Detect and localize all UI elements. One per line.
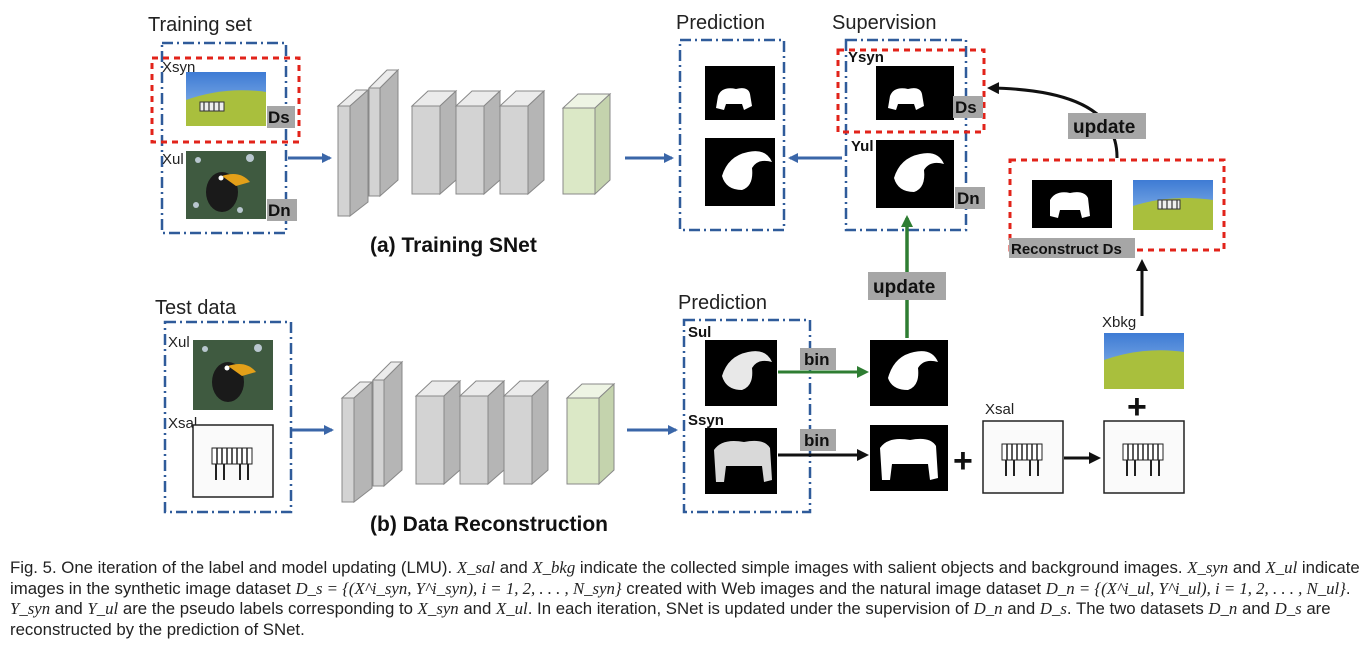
caption-text: . The two datasets xyxy=(1066,599,1209,618)
snet-b xyxy=(340,360,616,504)
yul-label: Yul xyxy=(851,138,874,155)
pred-mask-ul-a xyxy=(705,138,775,206)
caption-text: indicate the collected simple images wit… xyxy=(575,558,1188,577)
xsal-label-b: Xsal xyxy=(168,415,197,432)
caption-math: Y_syn xyxy=(10,599,51,618)
snet-a xyxy=(336,68,612,218)
reconstruction-title: (b) Data Reconstruction xyxy=(370,513,608,536)
caption-text: are the pseudo labels corresponding to xyxy=(118,599,418,618)
dn-tag2-bg xyxy=(955,187,985,209)
caption-text: . xyxy=(1345,578,1351,598)
supervision-red-frame xyxy=(836,48,986,134)
ssyn-label: Ssyn xyxy=(688,412,724,429)
prediction-label-a: Prediction xyxy=(676,12,765,34)
pred-mask-syn-a xyxy=(705,66,775,120)
caption-text: and xyxy=(1002,599,1040,618)
sul-label: Sul xyxy=(688,324,711,341)
xul-label-b: Xul xyxy=(168,334,190,351)
ds-tag2: Ds xyxy=(955,98,977,117)
binary-mask-syn xyxy=(870,425,948,491)
lmu-diagram: Training set Xsyn Ds Xul Dn xyxy=(148,12,1226,536)
bin2-bg xyxy=(800,429,836,451)
caption-text: . In each iteration, SNet is updated und… xyxy=(527,599,974,618)
xul-image-b xyxy=(193,340,273,410)
caption-text: and xyxy=(495,558,533,577)
caption-math: X_ul xyxy=(1265,558,1298,577)
update-mid-label: update xyxy=(873,277,935,298)
xbkg-image xyxy=(1104,333,1184,389)
update-top-label: update xyxy=(1073,117,1135,138)
caption-math: D_s xyxy=(1274,599,1302,618)
caption-math: X_sal xyxy=(456,558,496,577)
caption-math: X_syn xyxy=(417,599,459,618)
xsal-image-b xyxy=(192,424,274,498)
reconstruct-image xyxy=(1133,180,1213,230)
yul-mask xyxy=(876,140,954,208)
ds-tag-bg xyxy=(267,106,295,128)
caption-text: and xyxy=(458,599,497,618)
ds-tag: Ds xyxy=(268,108,290,127)
ysyn-mask xyxy=(876,66,954,120)
caption-math: D_n xyxy=(973,599,1003,618)
figure-caption: Fig. 5. One iteration of the label and m… xyxy=(10,558,1362,640)
binary-mask-ul xyxy=(870,340,948,406)
caption-math: D_n xyxy=(1208,599,1238,618)
dn-tag: Dn xyxy=(268,201,291,220)
supervision-frame xyxy=(844,38,968,232)
training-set-label: Training set xyxy=(148,14,252,36)
bin1-label: bin xyxy=(804,350,830,369)
training-set-frame xyxy=(160,41,288,235)
xul-label: Xul xyxy=(162,151,184,168)
xsyn-label: Xsyn xyxy=(162,59,195,76)
reconstruct-label: Reconstruct Ds xyxy=(1011,241,1122,258)
caption-text: created with Web images and the natural … xyxy=(621,578,1046,598)
ysyn-label: Ysyn xyxy=(848,49,884,66)
test-data-frame xyxy=(163,320,293,514)
plus1: + xyxy=(953,442,973,480)
caption-math: D_s = {(X^i_syn, Y^i_syn), i = 1, 2, . .… xyxy=(295,578,622,598)
prediction-label-b: Prediction xyxy=(678,292,767,314)
reconstruct-label-bg xyxy=(1009,238,1135,258)
caption-text: and xyxy=(1228,558,1266,577)
caption-math: D_s xyxy=(1039,599,1067,618)
caption-math: X_ul xyxy=(496,599,528,618)
sul-map xyxy=(705,340,777,406)
caption-math: D_n = {(X^i_ul, Y^i_ul), i = 1, 2, . . .… xyxy=(1045,578,1346,598)
reconstruct-mask xyxy=(1032,180,1112,228)
caption-text: and xyxy=(1237,599,1275,618)
xsal-image-right xyxy=(982,420,1064,494)
caption-text: Fig. 5. One iteration of the label and m… xyxy=(10,558,457,577)
update-mid-bg xyxy=(868,272,946,300)
bin1-bg xyxy=(800,348,836,370)
xbkg-label: Xbkg xyxy=(1102,314,1136,331)
caption-text: and xyxy=(50,599,88,618)
prediction-frame-b xyxy=(682,318,812,514)
composite-image xyxy=(1103,420,1185,494)
caption-math: X_syn xyxy=(1187,558,1229,577)
xul-image xyxy=(186,151,266,219)
supervision-label: Supervision xyxy=(832,12,937,34)
ssyn-map xyxy=(705,428,777,494)
arrow-update-top xyxy=(987,82,1119,159)
dn-tag-bg xyxy=(267,199,297,221)
dn-tag2: Dn xyxy=(957,189,980,208)
caption-math: Y_ul xyxy=(87,599,119,618)
ds-red-frame xyxy=(150,56,301,144)
bin2-label: bin xyxy=(804,431,830,450)
caption-math: X_bkg xyxy=(532,558,576,577)
caption-text: indicate images in the synthetic image d… xyxy=(10,558,1360,598)
caption-text: are reconstructed by the prediction of S… xyxy=(10,599,1331,639)
test-data-label: Test data xyxy=(155,297,237,319)
xsyn-image xyxy=(186,72,266,126)
xsal-label-right: Xsal xyxy=(985,401,1014,418)
prediction-frame-a xyxy=(678,38,786,232)
ds-tag2-bg xyxy=(953,96,983,118)
plus2: + xyxy=(1127,388,1147,426)
update-top-bg xyxy=(1068,113,1146,139)
training-title: (a) Training SNet xyxy=(370,234,537,257)
